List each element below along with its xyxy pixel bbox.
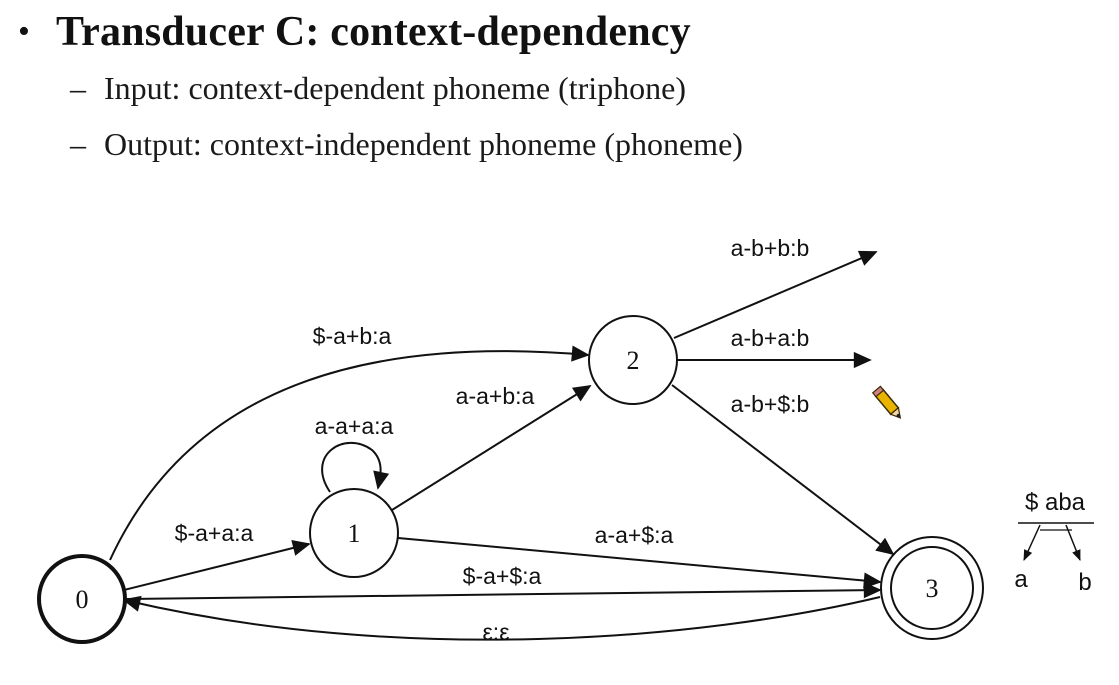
annotation-top: $ aba [1025, 489, 1086, 516]
arc-label-3-0: ε:ε [483, 619, 510, 645]
handwritten-annotation: $ aba a b [1014, 489, 1094, 596]
dash-icon: – [70, 70, 86, 106]
arc-1-self-loop [321, 441, 390, 493]
arc-label-0-3: $-a+$:a [463, 563, 542, 589]
annotation-left: a [1014, 566, 1028, 593]
pencil-cursor-icon [871, 385, 902, 419]
arc-label-1-loop: a-a+a:a [315, 413, 394, 439]
dash-icon: – [70, 126, 86, 162]
title-row: • Transducer C: context-dependency [18, 4, 691, 60]
arc-2-to-3 [671, 384, 895, 556]
state-3-label: 3 [926, 574, 939, 603]
arc-1-to-2 [391, 385, 592, 511]
arc-0-to-1 [123, 540, 311, 591]
state-0: 0 [37, 554, 127, 644]
state-2-label: 2 [627, 346, 640, 375]
arc-label-2-3: a-b+$:b [731, 391, 810, 417]
arc-label-2-out-b: a-b+b:b [731, 235, 810, 261]
slide-title: Transducer C: context-dependency [56, 9, 691, 55]
arc-label-0-2: $-a+b:a [313, 323, 392, 349]
state-0-label: 0 [76, 585, 89, 614]
arc-label-2-out-a: a-b+a:b [731, 325, 810, 351]
bullet-icon: • [18, 13, 30, 50]
arc-2-out-b [673, 250, 878, 339]
sub-bullet-output: – Output: context-independent phoneme (p… [70, 126, 743, 163]
state-1: 1 [309, 488, 399, 578]
sub-bullet-text: Input: context-dependent phoneme (tripho… [104, 70, 687, 106]
arc-0-to-3 [123, 582, 882, 600]
arc-label-1-2: a-a+b:a [456, 383, 535, 409]
sub-bullet-input: – Input: context-dependent phoneme (trip… [70, 70, 686, 107]
sub-bullet-text: Output: context-independent phoneme (pho… [104, 126, 743, 162]
arc-0-to-2 [109, 345, 590, 561]
annotation-right: b [1078, 569, 1091, 596]
arc-label-1-3: a-a+$:a [595, 522, 674, 548]
state-1-label: 1 [348, 519, 361, 548]
state-3-final: 3 [880, 536, 984, 640]
arc-label-0-1: $-a+a:a [175, 520, 254, 546]
arc-1-to-3 [397, 537, 882, 589]
arc-3-to-0 [122, 595, 881, 641]
state-2: 2 [588, 315, 678, 405]
